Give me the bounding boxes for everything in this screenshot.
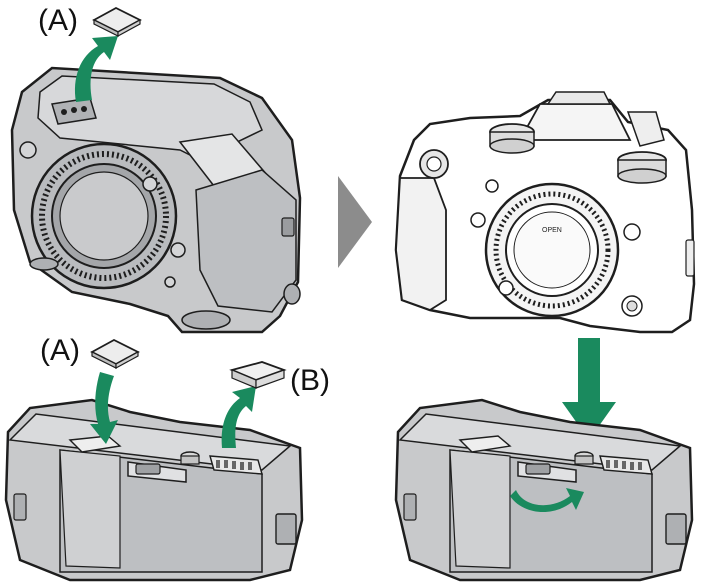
cover-removal-arrow-icon: [221, 386, 256, 448]
battery-grip-right: [394, 398, 694, 582]
rotate-arrow-icon: [510, 488, 584, 513]
battery-grip-left: [4, 398, 304, 582]
card-removal-arrow-icon: [74, 36, 118, 102]
memory-card-icon-2: [90, 338, 140, 370]
camera-bottom-view: [10, 66, 302, 334]
card-insert-arrow-icon: [90, 372, 118, 444]
memory-card-icon: [92, 6, 142, 38]
triangle-right-icon: [338, 176, 372, 268]
label-b-bottom: (B): [290, 364, 330, 397]
open-mark: OPEN: [542, 227, 562, 234]
label-a-bottom: (A): [40, 334, 80, 367]
camera-front-view: OPEN: [394, 91, 696, 334]
connector-cover-icon: [229, 361, 287, 389]
label-a-top: (A): [38, 4, 78, 37]
arrow-down-icon: [562, 338, 616, 440]
